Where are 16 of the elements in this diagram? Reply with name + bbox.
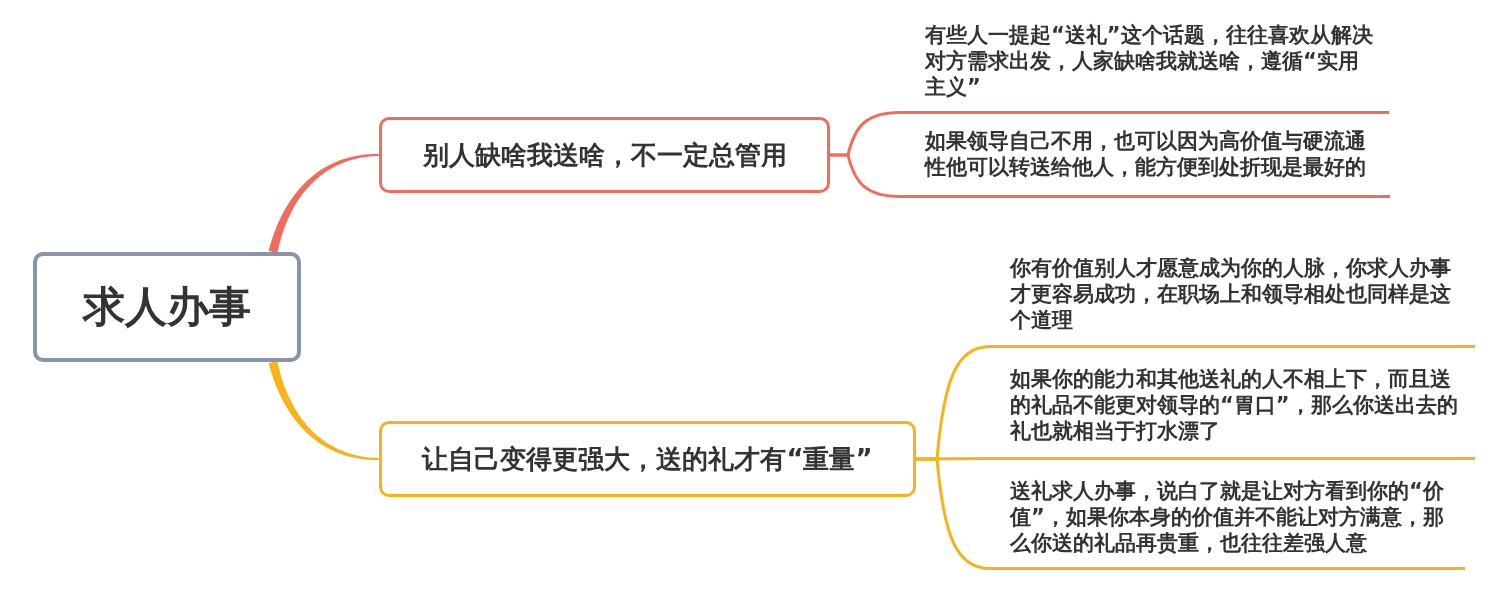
branch-text: 让自己变得更强大，送的礼才有“重量” [422,442,873,476]
root-box [33,252,301,362]
branch-text: 别人缺啥我送啥，不一定总管用 [422,138,787,172]
topic-text: 如果领导自己不用，也可以因为高价值与硬流通性他可以转送给他人，能方便到处折现是最好的 [925,128,1367,180]
topic-text: 送礼求人办事，说白了就是让对方看到你的“价值”，如果你本身的价值并不能让对方满意，那么你送的礼品再贵重，也往往差强人意 [1010,478,1445,556]
branch-box [379,421,916,497]
topic-text: 你有价值别人才愿意成为你的人脉，你求人办事才更容易成功，在职场上和领导相处也同样是这个道理 [1010,255,1452,333]
branch-box [379,117,830,193]
topic-text: 有些人一提起“送礼”这个话题，往往喜欢从解决对方需求出发，人家缺啥我就送啥，遵循“实用主义” [925,22,1374,100]
root-text: 求人办事 [83,281,251,333]
branch-connector [268,361,379,460]
connector-line [830,153,901,198]
connector-line [916,457,990,461]
topic-text: 如果你的能力和其他送礼的人不相上下，而且送的礼品不能更对领导的“胃口”，那么你送出去的礼也就相当于打水漂了 [1010,366,1459,444]
connector-line [916,457,991,570]
branch-connector [268,154,379,253]
